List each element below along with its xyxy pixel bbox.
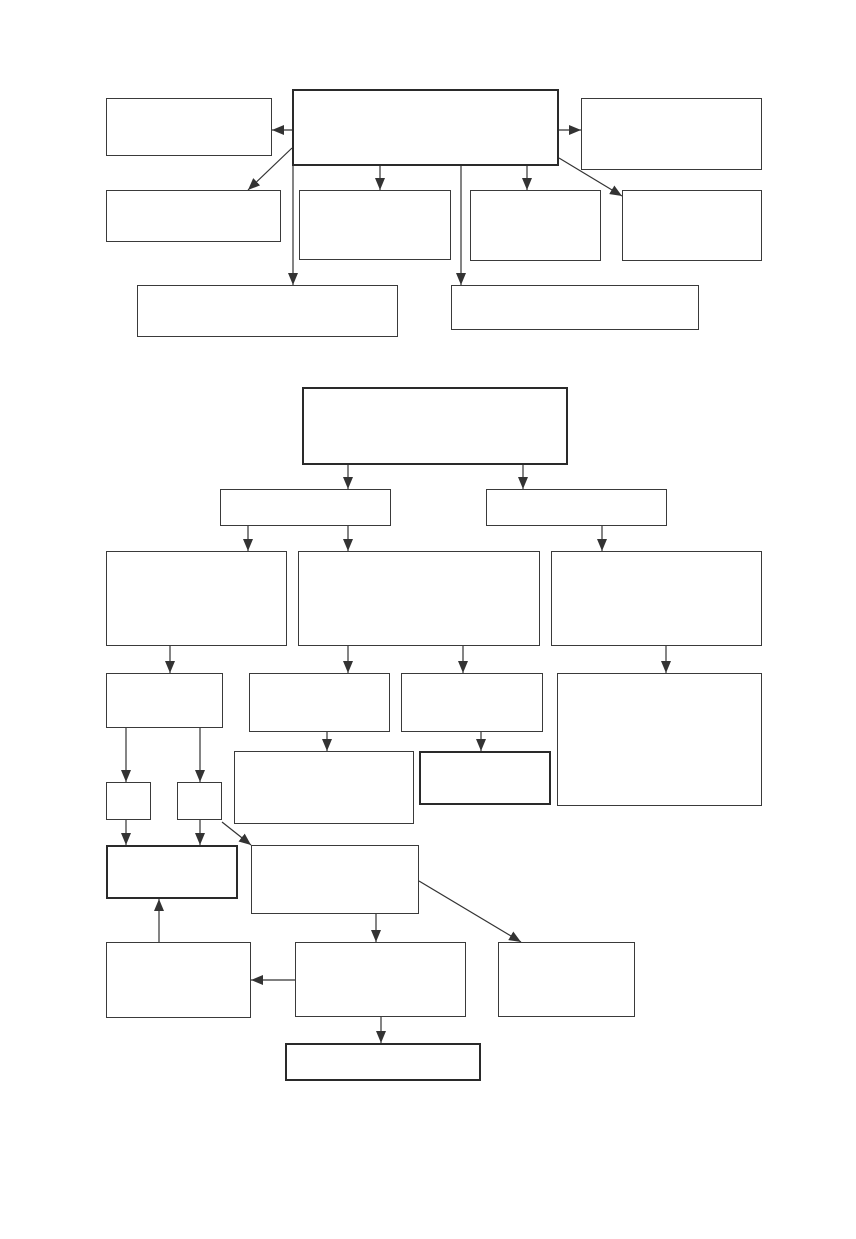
bottom-level2-middle-a-node [249, 673, 390, 732]
bottom-branch-right-node [486, 489, 667, 526]
bottom-level1-right-node [551, 551, 762, 646]
bottom-root-node [302, 387, 568, 465]
top-left-upper-node [106, 98, 272, 156]
bottom-level1-left-node [106, 551, 287, 646]
bottom-level3-wide-node [234, 751, 414, 824]
connector-arrow-8 [558, 157, 623, 197]
connector-arrow-24 [221, 821, 252, 846]
top-bottom-right-node [451, 285, 699, 330]
bottom-level3-mini-b-node [177, 782, 222, 820]
top-right-middle-node [622, 190, 762, 261]
bottom-level5-left-node [106, 942, 251, 1018]
top-left-middle-node [106, 190, 281, 242]
bottom-level1-middle-node [298, 551, 540, 646]
top-center-right-node [470, 190, 601, 261]
bottom-level2-right-tall-node [557, 673, 762, 806]
bottom-level3-mini-a-node [106, 782, 151, 820]
bottom-level4-center-node [251, 845, 419, 914]
bottom-branch-left-node [220, 489, 391, 526]
bottom-level3-terminal-node [419, 751, 551, 805]
connector-arrow-2 [247, 147, 293, 191]
top-bottom-left-node [137, 285, 398, 337]
bottom-level2-small-node [106, 673, 223, 728]
bottom-final-terminal-node [285, 1043, 481, 1081]
top-center-left-node [299, 190, 451, 260]
bottom-level4-terminal-left-node [106, 845, 238, 899]
bottom-level5-center-node [295, 942, 466, 1017]
bottom-level5-right-node [498, 942, 635, 1017]
connector-arrow-26 [418, 880, 522, 943]
top-right-upper-node [581, 98, 762, 170]
bottom-level2-middle-b-node [401, 673, 543, 732]
top-root-node [292, 89, 559, 166]
